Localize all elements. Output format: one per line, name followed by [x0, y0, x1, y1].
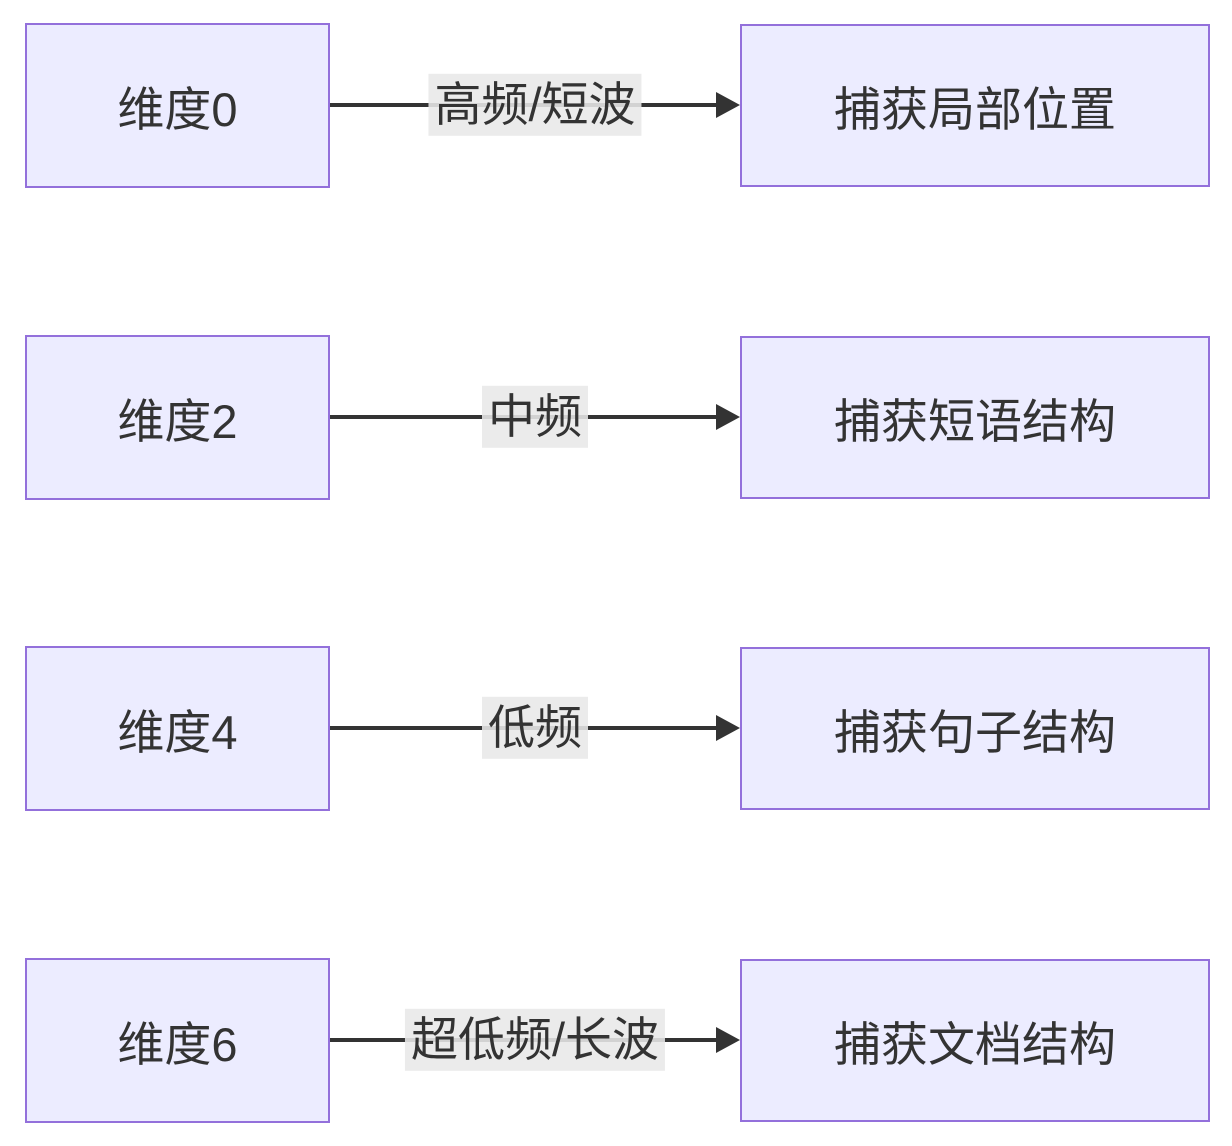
edge-connector: 中频: [330, 334, 740, 500]
source-node: 维度2: [25, 334, 330, 500]
edge-connector: 高频/短波: [330, 22, 740, 188]
flow-row: 维度0 高频/短波 捕获局部位置: [25, 22, 1210, 188]
target-node: 捕获局部位置: [740, 23, 1210, 187]
source-node: 维度4: [25, 645, 330, 811]
flow-row: 维度2 中频 捕获短语结构: [25, 334, 1210, 500]
target-node-label: 捕获句子结构: [834, 705, 1116, 759]
edge-label: 超低频/长波: [404, 1008, 666, 1072]
edge-label: 高频/短波: [428, 73, 642, 137]
edge-label: 中频: [482, 385, 588, 449]
source-node: 维度0: [25, 22, 330, 188]
edge-connector: 低频: [330, 645, 740, 811]
target-node-label: 捕获局部位置: [834, 82, 1116, 136]
flow-row: 维度4 低频 捕获句子结构: [25, 645, 1210, 811]
source-node-label: 维度4: [117, 705, 238, 759]
source-node-label: 维度2: [117, 394, 238, 448]
flow-row: 维度6 超低频/长波 捕获文档结构: [25, 957, 1210, 1123]
source-node: 维度6: [25, 957, 330, 1123]
arrowhead-icon: [716, 404, 740, 430]
target-node: 捕获文档结构: [740, 958, 1210, 1122]
target-node-label: 捕获短语结构: [834, 394, 1116, 448]
arrowhead-icon: [716, 715, 740, 741]
target-node-label: 捕获文档结构: [834, 1017, 1116, 1071]
edge-connector: 超低频/长波: [330, 957, 740, 1123]
target-node: 捕获句子结构: [740, 646, 1210, 810]
source-node-label: 维度6: [117, 1017, 238, 1071]
source-node-label: 维度0: [117, 82, 238, 136]
arrowhead-icon: [716, 1027, 740, 1053]
arrowhead-icon: [716, 92, 740, 118]
target-node: 捕获短语结构: [740, 335, 1210, 499]
edge-label: 低频: [482, 696, 588, 760]
